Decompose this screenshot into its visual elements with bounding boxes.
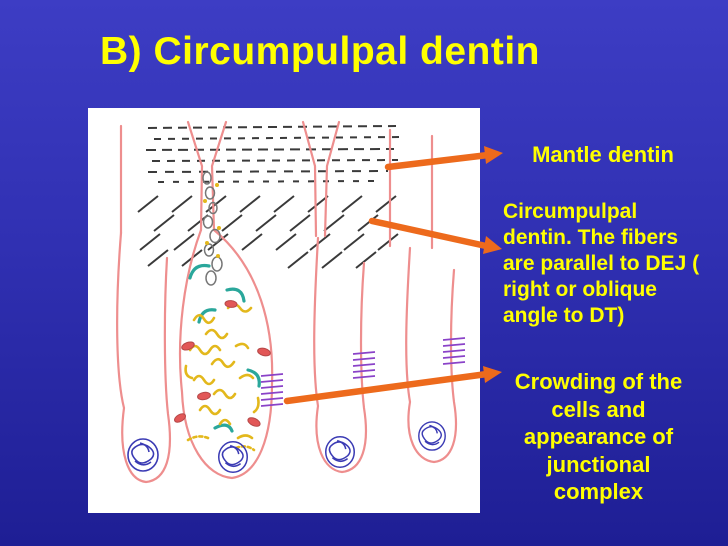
label-circumpulpal-dentin: Circumpulpal dentin. The fibers are para… bbox=[503, 200, 700, 328]
histology-diagram-panel bbox=[88, 108, 480, 513]
circumpulpal-dentin-hatching bbox=[137, 195, 399, 269]
secretory-vesicle-chain bbox=[202, 171, 223, 286]
odontoblast-cell-outlines bbox=[116, 228, 458, 484]
nuclei bbox=[127, 421, 446, 473]
mantle-dentin-hatching bbox=[145, 125, 401, 183]
dentinal-tubules bbox=[119, 120, 434, 250]
vesicle-granules bbox=[203, 183, 221, 258]
label-crowding-junctional-complex: Crowding of the cells and appearance of … bbox=[514, 369, 683, 504]
odontoblast-diagram bbox=[116, 120, 466, 484]
mitochondria bbox=[174, 300, 271, 427]
er-squiggles bbox=[184, 303, 260, 452]
golgi-crescents bbox=[188, 263, 261, 433]
junctional-complex-marks bbox=[260, 337, 466, 407]
label-mantle-dentin: Mantle dentin bbox=[532, 142, 674, 167]
slide-title: B) Circumpulpal dentin bbox=[100, 30, 540, 73]
